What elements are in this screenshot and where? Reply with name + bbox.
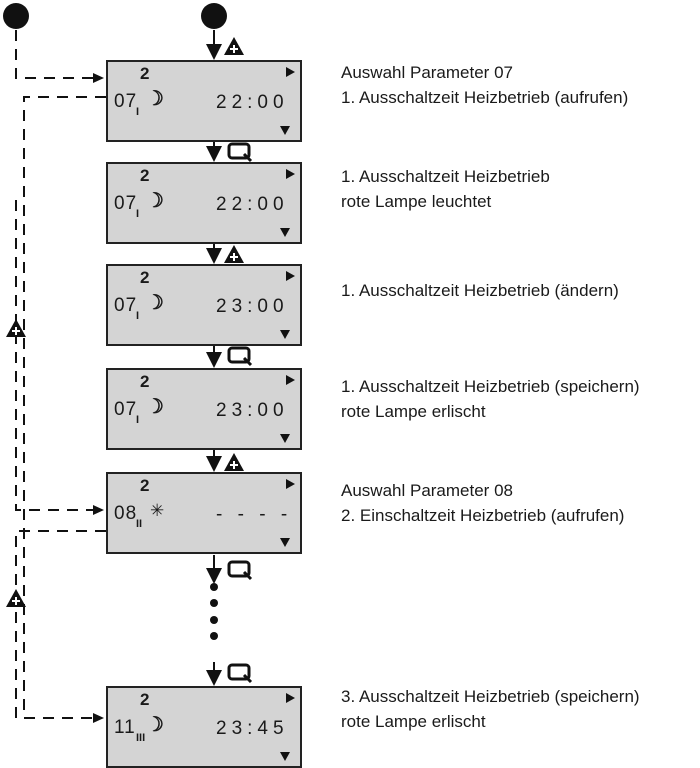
program-number: 2 [140, 690, 150, 709]
parameter-number: 11 [114, 717, 136, 738]
arrow-right-indicator-icon [286, 169, 295, 179]
moon-icon: ☽ [146, 88, 164, 110]
parameter-number: 08 [114, 503, 138, 524]
step-description-6: 3. Ausschaltzeit Heizbetrieb (speichern)… [341, 684, 640, 734]
description-line: 2. Einschaltzeit Heizbetrieb (aufrufen) [341, 506, 625, 525]
time-value: 23:00 [216, 400, 289, 421]
moon-icon: ☽ [146, 714, 164, 736]
description-line: rote Lampe erlischt [341, 402, 486, 421]
start-dot-left [3, 3, 29, 29]
arrow-down-indicator-icon [280, 330, 290, 339]
program-number: 2 [140, 476, 150, 495]
description-line: 3. Ausschaltzeit Heizbetrieb (speichern) [341, 687, 640, 706]
parameter-index: I [136, 310, 140, 322]
arrow-right-indicator-icon [286, 375, 295, 385]
lcd-display-5: 2 08 II ✳ - - - - [106, 472, 302, 554]
program-number: 2 [140, 166, 150, 185]
step-description-5: Auswahl Parameter 08 2. Einschaltzeit He… [341, 478, 624, 528]
select-button-icon [227, 346, 253, 367]
lcd-display-1: 2 07 I ☽ 22:00 [106, 60, 302, 142]
program-number: 2 [140, 268, 150, 287]
step-description-1: Auswahl Parameter 07 1. Ausschaltzeit He… [341, 60, 628, 110]
moon-icon: ☽ [146, 292, 164, 314]
step-description-2: 1. Ausschaltzeit Heizbetrieb rote Lampe … [341, 164, 550, 214]
plus-button-icon [224, 453, 244, 471]
arrow-down-indicator-icon [280, 752, 290, 761]
program-number: 2 [140, 64, 150, 83]
lcd-display-3: 2 07 I ☽ 23:00 [106, 264, 302, 346]
sun-icon: ✳ [150, 501, 165, 520]
arrow-down-indicator-icon [280, 228, 290, 237]
arrow-down-indicator-icon [280, 126, 290, 135]
arrow-down-indicator-icon [280, 434, 290, 443]
arrow-right-indicator-icon [286, 271, 295, 281]
moon-icon: ☽ [146, 396, 164, 418]
time-value: - - - - [216, 504, 293, 525]
description-line: rote Lampe leuchtet [341, 192, 492, 211]
arrow-right-indicator-icon [286, 693, 295, 703]
parameter-number: 07 [114, 91, 138, 112]
select-button-icon [227, 663, 253, 684]
lcd-display-4: 2 07 I ☽ 23:00 [106, 368, 302, 450]
arrow-down-indicator-icon [280, 538, 290, 547]
description-line: 1. Ausschaltzeit Heizbetrieb [341, 167, 550, 186]
loop-arrowheads [93, 73, 104, 723]
step-description-3: 1. Ausschaltzeit Heizbetrieb (ändern) [341, 278, 619, 303]
parameter-index: I [136, 106, 140, 118]
description-line: 1. Ausschaltzeit Heizbetrieb (ändern) [341, 281, 619, 300]
continuation-dots [210, 583, 218, 640]
arrow-right-indicator-icon [286, 67, 295, 77]
plus-button-icon [6, 589, 26, 607]
lcd-display-6: 2 11 III ☽ 23:45 [106, 686, 302, 768]
parameter-index: II [136, 518, 143, 530]
description-line: rote Lampe erlischt [341, 712, 486, 731]
parameter-number: 07 [114, 399, 138, 420]
time-value: 23:45 [216, 718, 289, 739]
loop-lines [15, 30, 106, 719]
plus-button-icon [224, 37, 244, 55]
parameter-number: 07 [114, 193, 138, 214]
description-line: Auswahl Parameter 07 [341, 63, 513, 82]
description-line: Auswahl Parameter 08 [341, 481, 513, 500]
select-button-icon [227, 142, 253, 163]
plus-button-icon [224, 245, 244, 263]
start-dot-center [201, 3, 227, 29]
select-button-icon [227, 560, 253, 581]
lcd-display-2: 2 07 I ☽ 22:00 [106, 162, 302, 244]
parameter-index: I [136, 414, 140, 426]
description-line: 1. Ausschaltzeit Heizbetrieb (aufrufen) [341, 88, 629, 107]
arrow-right-indicator-icon [286, 479, 295, 489]
moon-icon: ☽ [146, 190, 164, 212]
time-value: 22:00 [216, 92, 289, 113]
parameter-number: 07 [114, 295, 138, 316]
time-value: 23:00 [216, 296, 289, 317]
description-line: 1. Ausschaltzeit Heizbetrieb (speichern) [341, 377, 640, 396]
parameter-index: III [136, 732, 146, 744]
plus-button-icon [6, 319, 26, 337]
program-number: 2 [140, 372, 150, 391]
step-description-4: 1. Ausschaltzeit Heizbetrieb (speichern)… [341, 374, 640, 424]
time-value: 22:00 [216, 194, 289, 215]
parameter-index: I [136, 208, 140, 220]
